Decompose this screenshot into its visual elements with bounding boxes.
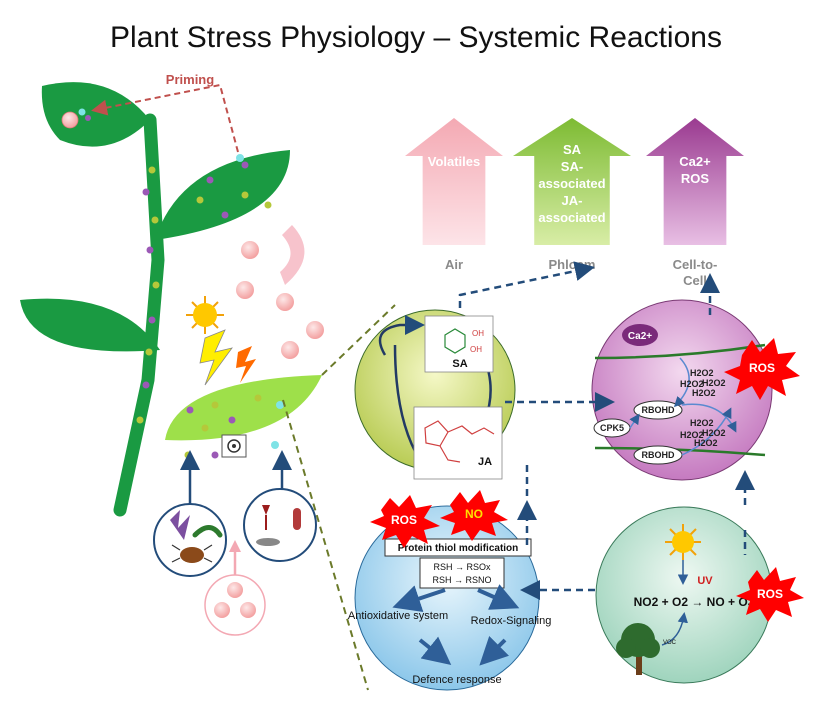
- pathogen-circle: [243, 488, 317, 562]
- virus-icon: [262, 505, 270, 515]
- stressed-leaf: [165, 375, 322, 441]
- transport-arrow-text: Volatiles: [428, 154, 481, 169]
- tree-icon: [616, 623, 660, 675]
- volatile-bubbles: [236, 241, 324, 359]
- calcium-cell: Ca2+ RBOHD RBOHD CPK5 H2O2 H2O2 H2O2 H2O…: [591, 299, 800, 481]
- transport-destination-label: Cell-to-Cell: [673, 257, 718, 288]
- cpk5-label: CPK5: [600, 423, 624, 433]
- transport-arrow-text: ROS: [681, 171, 710, 186]
- svg-text:H2O2: H2O2: [690, 368, 714, 378]
- priming-arrow: [91, 83, 239, 153]
- h2o2-labels: H2O2 H2O2 H2O2 H2O2 H2O2 H2O2 H2O2 H2O2: [680, 368, 726, 448]
- thiol-title-box: [384, 538, 532, 557]
- transport-destination-label: Phloem: [549, 257, 596, 272]
- lightning-icon: [199, 329, 233, 386]
- thiol-cell: Protein thiol modification RSH → RSOx RS…: [348, 490, 552, 691]
- svg-text:OH: OH: [472, 329, 484, 338]
- priming-label: Priming: [166, 72, 214, 87]
- svg-text:H2O2: H2O2: [702, 428, 726, 438]
- upper-right-leaf: [155, 150, 290, 240]
- beetle-icon: [180, 547, 204, 563]
- transport-arrow-0: [405, 118, 503, 245]
- ca-label: Ca2+: [628, 331, 652, 342]
- thiol-line1: RSH → RSOx: [433, 562, 491, 572]
- uv-cell: UV NO2 + O2 → NO + O3 VOC ROS: [595, 506, 804, 684]
- ca-ellipse: [622, 324, 658, 346]
- transport-arrow-text: associated: [538, 176, 605, 191]
- thiol-box-title: Protein thiol modification: [398, 543, 519, 554]
- ros-burst-thiol: [370, 495, 440, 548]
- top-leaf: [41, 82, 150, 147]
- transport-arrows: VolatilesAirSASA-associatedJA-associated…: [405, 118, 744, 288]
- transport-destination-label: Air: [445, 257, 463, 272]
- priming-bubble: [61, 111, 79, 129]
- antiox-label: Antioxidative system: [348, 610, 448, 622]
- transport-arrow-2: [646, 118, 744, 245]
- ja-label: JA: [478, 456, 492, 468]
- sa-structure: [424, 315, 494, 373]
- rbohd-bottom-label: RBOHD: [642, 450, 675, 460]
- page-title: Plant Stress Physiology – Systemic React…: [110, 21, 722, 54]
- uv-equation: NO2 + O2 → NO + O3: [634, 595, 755, 609]
- herbivore-circle: [153, 503, 227, 577]
- zoom-line-bottom: [282, 399, 369, 691]
- fungus-icon: [170, 510, 190, 540]
- hormone-cell: OH OH SA JA: [354, 309, 516, 480]
- sun-icon: [186, 296, 224, 334]
- nematode-icon: [256, 538, 280, 546]
- transport-arrow-text: JA-: [562, 193, 583, 208]
- redox-label: Redox-Signaling: [471, 615, 552, 627]
- sa-label: SA: [452, 358, 467, 370]
- svg-text:H2O2: H2O2: [690, 418, 714, 428]
- uv-label: UV: [697, 575, 713, 587]
- bacterium-icon: [293, 508, 301, 530]
- zoom-line-top: [321, 304, 396, 376]
- transport-arrow-text: SA-: [561, 159, 583, 174]
- volatile-curved-arrow: [280, 225, 305, 285]
- lightning-orange-icon: [236, 346, 256, 383]
- thiol-line2: RSH → RSNO: [432, 575, 491, 585]
- transport-arrow-text: SA: [563, 142, 582, 157]
- voc-label: VOC: [663, 640, 677, 646]
- ros-burst-calcium: [724, 338, 800, 400]
- svg-text:H2O2: H2O2: [702, 378, 726, 388]
- transport-arrow-1: [513, 118, 631, 245]
- lower-left-leaf: [20, 298, 160, 352]
- priming-bubbles-circle: [204, 574, 266, 636]
- defence-label: Defence response: [412, 674, 501, 686]
- rbohd-top-label: RBOHD: [642, 405, 675, 415]
- ros-badge-thiol: ROS: [391, 513, 417, 527]
- uv-sun-icon: [665, 524, 701, 560]
- biohazard-icon: [221, 434, 247, 458]
- ros-burst-uv: [736, 567, 804, 622]
- plant-stem: [113, 113, 165, 517]
- no-burst-thiol: [440, 490, 508, 541]
- svg-text:H2O2: H2O2: [680, 430, 704, 440]
- no-badge-thiol: NO: [465, 507, 483, 521]
- svg-text:OH: OH: [470, 345, 482, 354]
- ros-badge-calcium: ROS: [749, 361, 775, 375]
- svg-text:H2O2: H2O2: [680, 379, 704, 389]
- transport-arrow-text: Ca2+: [679, 154, 711, 169]
- connector-arrows: [458, 261, 755, 600]
- caterpillar-icon: [192, 525, 223, 538]
- transport-arrow-text: associated: [538, 210, 605, 225]
- thiol-reaction-box: [419, 557, 505, 589]
- ros-badge-uv: ROS: [757, 587, 783, 601]
- svg-text:H2O2: H2O2: [694, 438, 718, 448]
- plant-illustration: Priming: [20, 72, 324, 636]
- svg-text:H2O2: H2O2: [692, 388, 716, 398]
